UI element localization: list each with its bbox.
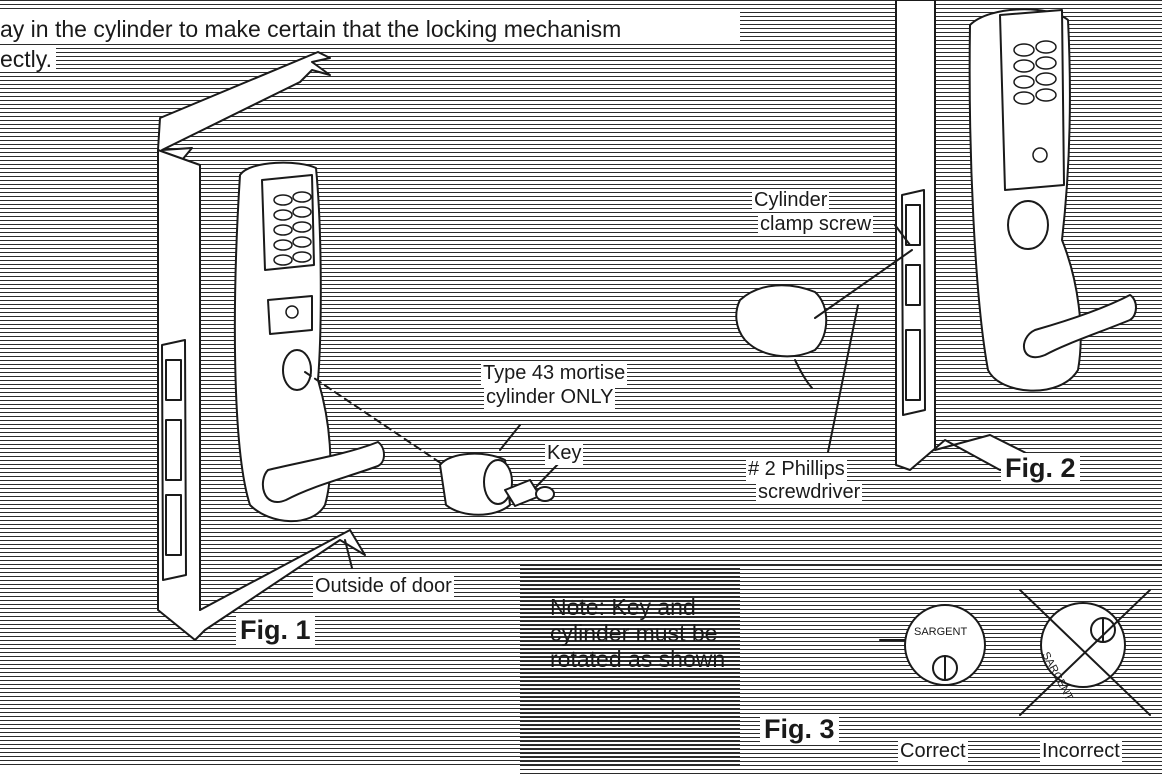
leader-type43	[500, 425, 520, 450]
hand-with-screwdriver	[736, 250, 912, 388]
label-type43-line2: cylinder ONLY	[484, 386, 616, 409]
cylinder-hole-fig1	[283, 350, 311, 390]
note-line-1: Note: Key and	[550, 594, 696, 620]
leader-key	[535, 462, 560, 488]
leader-outside-door	[345, 540, 352, 568]
faceplate-fig1	[162, 340, 186, 580]
insertion-guide-line	[305, 372, 448, 468]
hatch-region-top	[0, 0, 740, 10]
label-key: Key	[545, 442, 584, 465]
cylinder-face-correct	[905, 605, 985, 685]
leader-clamp-screw	[895, 225, 910, 245]
label-phillips: # 2 Phillips	[746, 458, 847, 481]
label-clamp-screw: clamp screw	[758, 213, 874, 236]
figure-3-caption: Fig. 3	[760, 714, 839, 746]
label-screwdriver: screwdriver	[756, 481, 863, 504]
figure-2-caption: Fig. 2	[1001, 453, 1080, 485]
label-type43-line1: Type 43 mortise	[481, 362, 628, 385]
label-outside-of-door: Outside of door	[313, 575, 454, 598]
label-correct: Correct	[898, 740, 968, 763]
key-fig1	[505, 480, 554, 506]
lockset-body-fig2	[970, 9, 1081, 390]
label-cylinder: Cylinder	[752, 189, 830, 212]
instruction-line-2: ectly.	[0, 46, 56, 73]
lever-handle-fig2	[1024, 295, 1136, 357]
faceplate-fig2	[902, 190, 925, 415]
brand-text-correct: SARGENT	[914, 626, 968, 638]
instruction-line-1: ay in the cylinder to make certain that …	[0, 16, 626, 43]
note-line-3: rotated as shown	[550, 646, 726, 672]
keypad-buttons-fig1	[274, 192, 311, 318]
door-outline-fig1	[158, 52, 365, 640]
keypad-buttons-fig2	[1014, 41, 1056, 162]
mortise-cylinder	[440, 454, 512, 515]
note-line-2: cylinder must be	[550, 620, 718, 646]
label-incorrect: Incorrect	[1040, 740, 1122, 763]
figure-1-caption: Fig. 1	[236, 615, 315, 647]
lever-handle-fig1	[263, 442, 384, 502]
leader-phillips	[828, 305, 858, 452]
cylinder-face-incorrect	[1020, 590, 1150, 715]
